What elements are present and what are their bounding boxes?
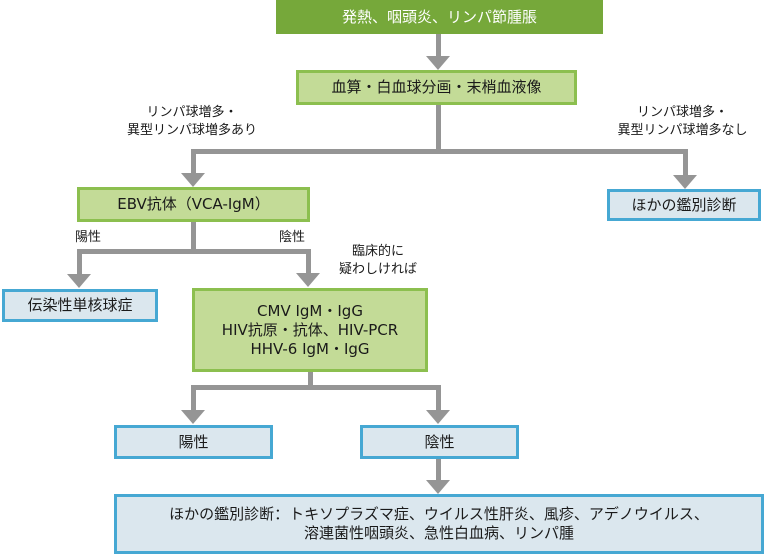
edge-label-line: リンパ球増多・ (636, 105, 728, 120)
edge-label-line: 異型リンパ球増多なし (617, 123, 748, 138)
edge-label-line: 異型リンパ球増多あり (126, 123, 257, 138)
edge-label-ebv-negative: 陰性 (279, 229, 305, 247)
node-blood-test-label: 血算・白血球分画・末梢血液像 (331, 78, 542, 96)
node-positive: 陽性 (114, 425, 273, 459)
arrow-down-icon (181, 173, 205, 187)
connector-ebv-branch (77, 249, 311, 254)
node-negative: 陰性 (360, 425, 519, 459)
edge-label-lympho-yes: リンパ球増多・ 異型リンパ球増多あり (108, 104, 276, 140)
arrow-down-icon (426, 480, 450, 494)
edge-label-line: リンパ球増多・ (146, 105, 238, 120)
arrow-down-icon (296, 273, 320, 287)
node-other-dx-right: ほかの鑑別診断 (607, 189, 761, 221)
edge-label-line: 疑わしければ (338, 262, 417, 277)
other-dx-line: 溶連菌性咽頭炎、急性白血病、リンパ腫 (303, 524, 574, 542)
connector-symptoms-to-blood (436, 34, 441, 58)
node-symptoms-label: 発熱、咽頭炎、リンパ節腫脹 (341, 7, 537, 26)
node-additional-tests: CMV IgM・IgG HIV抗原・抗体、HIV-PCR HHV-6 IgM・I… (192, 288, 428, 372)
arrow-down-icon (181, 410, 205, 424)
node-negative-label: 陰性 (424, 432, 455, 451)
test-line: HIV抗原・抗体、HIV-PCR (221, 320, 399, 339)
edge-label-line: 臨床的に (351, 244, 404, 259)
node-mononucleosis: 伝染性単核球症 (2, 289, 158, 322)
connector-to-ebv (191, 149, 196, 175)
node-other-dx-right-label: ほかの鑑別診断 (631, 195, 737, 214)
arrow-down-icon (673, 175, 697, 189)
node-other-dx-bottom: ほかの鑑別診断：トキソプラズマ症、ウイルス性肝炎、風疹、アデノウイルス、 溶連菌… (114, 494, 764, 554)
test-line: CMV IgM・IgG (257, 301, 363, 320)
node-mononucleosis-label: 伝染性単核球症 (27, 296, 133, 314)
edge-label-clinical-suspicion: 臨床的に 疑わしければ (328, 243, 428, 279)
edge-label-text: 陽性 (75, 230, 102, 245)
other-dx-line: ほかの鑑別診断：トキソプラズマ症、ウイルス性肝炎、風疹、アデノウイルス、 (169, 505, 709, 523)
arrow-down-icon (426, 56, 450, 70)
arrow-down-icon (426, 410, 450, 424)
connector-tests-stem (308, 372, 313, 389)
connector-to-positive (191, 385, 196, 412)
node-ebv-test: EBV抗体（VCA-IgM） (77, 187, 310, 222)
connector-to-mononucleosis (77, 249, 82, 276)
connector-blood-branch (191, 149, 688, 154)
arrow-down-icon (67, 274, 91, 288)
test-line: HHV-6 IgM・IgG (250, 339, 370, 358)
connector-ebv-stem (191, 222, 196, 252)
connector-blood-stem (436, 105, 441, 154)
node-positive-label: 陽性 (178, 432, 209, 451)
connector-to-other-dx-right (683, 149, 688, 177)
connector-to-negative (436, 385, 441, 412)
node-symptoms: 発熱、咽頭炎、リンパ節腫脹 (276, 0, 603, 34)
connector-negative-to-other-dx (436, 458, 441, 482)
edge-label-lympho-no: リンパ球増多・ 異型リンパ球増多なし (600, 104, 765, 140)
edge-label-ebv-positive: 陽性 (75, 229, 101, 247)
connector-to-additional-tests (306, 249, 311, 275)
node-blood-test: 血算・白血球分画・末梢血液像 (296, 70, 577, 105)
edge-label-text: 陰性 (279, 230, 306, 245)
node-ebv-test-label: EBV抗体（VCA-IgM） (117, 195, 270, 213)
connector-tests-branch (191, 385, 441, 390)
